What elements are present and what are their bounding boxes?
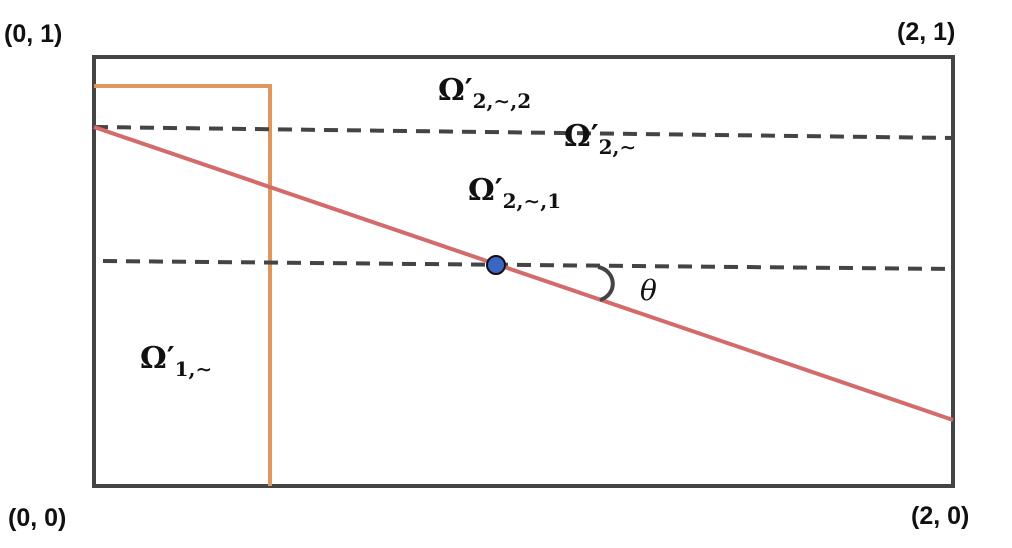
corner-label-bottom-left: (0, 0) [8, 504, 66, 532]
orange-subdomain-boundary [94, 84, 272, 486]
angle-label-theta: θ [640, 274, 657, 307]
corner-label-top-left: (0, 1) [4, 20, 62, 48]
upper-dashed-line [93, 125, 954, 140]
lower-dashed-line [102, 259, 954, 271]
intersection-point [486, 255, 506, 275]
angle-arc [597, 265, 615, 302]
domain-frame [92, 55, 955, 488]
region-label-omega-2-2: Ω′2,∼,2 [438, 73, 531, 113]
corner-label-top-right: (2, 1) [897, 18, 955, 46]
region-label-omega-1: Ω′1,∼ [140, 341, 212, 381]
corner-label-bottom-right: (2, 0) [911, 502, 969, 530]
region-label-omega-2-1: Ω′2,∼,1 [468, 173, 561, 213]
region-label-omega-2: Ω′2,∼ [564, 119, 636, 159]
red-slanted-line [93, 125, 954, 422]
